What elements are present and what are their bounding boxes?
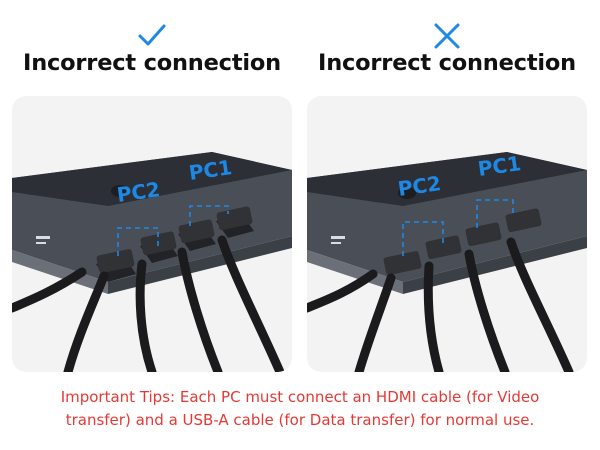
device-photo: PC2 PC1 [307, 96, 587, 372]
pc2-label: PC2 [396, 171, 442, 201]
important-tip: Important Tips: Each PC must connect an … [0, 386, 600, 432]
panel-right: Incorrect connection [307, 0, 587, 380]
tip-line-2: transfer) and a USB-A cable (for Data tr… [65, 411, 535, 429]
pc1-label: PC1 [476, 151, 522, 181]
panel-left: Incorrect connection [12, 0, 292, 380]
panel-title: Incorrect connection [23, 50, 281, 76]
tip-line-1: Important Tips: Each PC must connect an … [60, 388, 540, 406]
cross-icon [307, 22, 587, 50]
pc1-label: PC1 [187, 155, 233, 185]
device-photo: PC2 PC1 [12, 96, 292, 372]
pc2-label: PC2 [115, 177, 161, 207]
checkmark-icon [12, 22, 292, 50]
panel-title: Incorrect connection [318, 50, 576, 76]
